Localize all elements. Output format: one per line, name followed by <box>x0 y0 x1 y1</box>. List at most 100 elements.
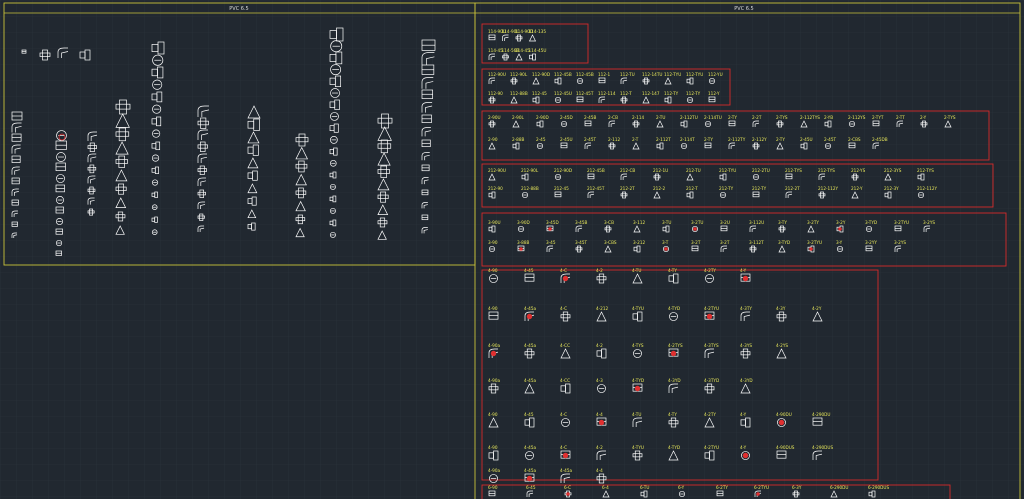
fitting-symbol <box>596 273 607 284</box>
library-fitting-symbol <box>87 197 95 205</box>
fitting-symbol <box>836 245 844 253</box>
fitting-group-1[interactable]: 114-90U114-90L114-90D114-135114-45114-56… <box>481 23 589 64</box>
library-fitting-symbol <box>421 64 435 75</box>
fitting-label: 2-45 <box>536 137 546 142</box>
library-fitting-symbol <box>151 166 159 174</box>
fitting-label: 4-90DU <box>776 412 792 417</box>
fitting-symbol <box>632 417 643 427</box>
library-fitting-symbol <box>329 51 343 65</box>
fitting-label: 212-90L <box>521 168 539 173</box>
fitting-label: 114-90L <box>502 29 520 34</box>
fitting-symbol <box>776 120 784 128</box>
library-fitting-symbol <box>330 88 340 98</box>
fitting-symbol <box>502 53 509 61</box>
fitting-label: 2-YB <box>824 115 833 120</box>
fitting-label: 3-TYD <box>778 240 790 245</box>
fitting-label: 2-TU <box>656 115 665 120</box>
fitting-label: 2-114TU <box>704 115 722 120</box>
fitting-label: 4-TY <box>668 268 677 273</box>
group-frame <box>481 212 1007 267</box>
fitting-label: 3-90U <box>488 220 501 225</box>
left-panel[interactable]: PVC 6.5 <box>3 2 476 266</box>
library-fitting-symbol <box>115 113 130 128</box>
fitting-symbol <box>865 245 873 252</box>
fitting-label: 4-3YS <box>740 343 752 348</box>
library-fitting-symbol <box>247 222 256 231</box>
fitting-label: 2-45D <box>560 115 573 120</box>
fitting-label: 4-90DUS <box>776 445 795 450</box>
fitting-label: 2-45B <box>584 115 597 120</box>
fitting-label: 212-TU <box>686 168 701 173</box>
fitting-symbol <box>488 383 499 394</box>
fitting-label: 3-2TU <box>691 220 703 225</box>
fitting-label: 112-90U <box>488 72 506 77</box>
fitting-label: 114-45 <box>515 48 530 53</box>
fitting-label: 4-90a <box>488 378 501 383</box>
fitting-symbol <box>776 311 787 322</box>
fitting-label: 3-T <box>662 240 669 245</box>
right-panel[interactable]: PVC 6.5 114-90U114-90L114-90D114-135114-… <box>474 2 1021 499</box>
fitting-label: 6-290DU <box>830 485 848 490</box>
fitting-symbol <box>620 77 628 84</box>
fitting-label: 4-2TY <box>704 412 716 417</box>
fitting-symbol <box>778 245 786 253</box>
fitting-label: 2-TYT <box>872 115 884 120</box>
library-fitting-symbol <box>377 165 390 178</box>
fitting-label: 3-45T <box>575 240 588 245</box>
fitting-label: 212-45T <box>587 186 605 191</box>
fitting-symbol <box>604 245 612 253</box>
library-fitting-symbol <box>197 105 210 117</box>
library-fitting-symbol <box>421 227 428 234</box>
library-fitting-symbol <box>115 211 126 222</box>
fitting-label: 4-CC <box>560 343 570 348</box>
fitting-symbol <box>800 120 808 128</box>
fitting-label: 2-112TYS <box>800 115 820 120</box>
fitting-symbol <box>776 142 784 150</box>
fitting-label: 4-3TY <box>740 306 752 311</box>
fitting-label: 4-90 <box>488 306 498 311</box>
library-fitting-symbol <box>329 171 337 179</box>
fitting-symbol <box>749 245 757 253</box>
fitting-label: 3-TYD <box>865 220 877 225</box>
fitting-symbol <box>680 142 688 150</box>
fitting-label: 212-TYS <box>818 168 835 173</box>
library-fitting-symbol <box>55 140 67 150</box>
fitting-label: 3-2YS <box>923 220 935 225</box>
fitting-symbol <box>662 225 670 233</box>
group-frame <box>481 269 879 481</box>
fitting-symbol <box>532 77 540 85</box>
fitting-label: 114-45 <box>488 48 503 53</box>
library-fitting-symbol <box>151 179 159 186</box>
fitting-label: 4-2 <box>596 268 603 273</box>
fitting-label: 114-90D <box>515 29 533 34</box>
library-fitting-symbol <box>197 177 207 187</box>
library-fitting-symbol <box>377 178 390 191</box>
fitting-label: 2-112YS <box>848 115 866 120</box>
accent-mark <box>756 492 760 496</box>
fitting-symbol <box>752 173 760 181</box>
fitting-label: 112-1 <box>598 72 611 77</box>
fitting-symbol <box>521 173 529 181</box>
library-fitting-symbol <box>55 162 66 171</box>
fitting-label: 112-45B <box>576 72 594 77</box>
library-fitting-symbol <box>87 175 96 184</box>
fitting-label: 6-3Y <box>792 485 802 490</box>
fitting-label: 4-2TYS <box>668 343 683 348</box>
fitting-label: 112-147 <box>642 91 660 96</box>
fitting-label: 212-2TU <box>752 168 770 173</box>
right-panel-title: PVC 6.5 <box>734 6 753 12</box>
library-fitting-symbol <box>421 177 429 185</box>
fitting-symbol <box>632 450 643 461</box>
fitting-label: 6-2TYU <box>754 485 769 490</box>
fitting-symbol <box>778 225 786 233</box>
library-fitting-symbol <box>377 217 388 228</box>
fitting-symbol <box>554 77 562 85</box>
